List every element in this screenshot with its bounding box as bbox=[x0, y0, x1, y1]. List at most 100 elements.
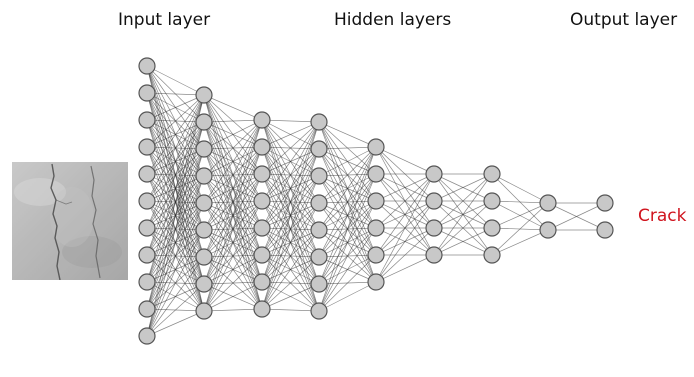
connection-3-4-0 bbox=[318, 146, 377, 231]
connection-2-7-6 bbox=[261, 283, 320, 310]
neuron-hidden-1-2 bbox=[195, 113, 213, 131]
connection-4-0-0 bbox=[375, 146, 435, 175]
connection-2-7-3 bbox=[261, 202, 320, 310]
connection-3-7-5 bbox=[318, 281, 377, 312]
neuron-hidden-1-9 bbox=[195, 302, 213, 320]
connection-3-7-3 bbox=[318, 227, 377, 312]
connection-6-3-0 bbox=[491, 202, 549, 256]
neuron-output-2-2 bbox=[596, 221, 614, 239]
neuron-hidden-1-7 bbox=[195, 248, 213, 266]
connection-4-2-0 bbox=[375, 173, 435, 202]
connection-2-4-0 bbox=[261, 121, 320, 229]
connection-0-10-0 bbox=[146, 94, 205, 337]
connection-3-3-0 bbox=[318, 146, 377, 204]
neuron-hidden-2-1 bbox=[253, 111, 271, 129]
connection-3-1-0 bbox=[318, 146, 377, 150]
connection-2-7-7 bbox=[261, 308, 320, 312]
connection-4-5-3 bbox=[375, 254, 435, 283]
connection-4-3-0 bbox=[375, 173, 435, 229]
connection-1-8-6 bbox=[203, 281, 263, 312]
connection-1-3-0 bbox=[203, 119, 263, 177]
connection-2-5-0 bbox=[261, 121, 320, 256]
connection-5-3-1 bbox=[433, 200, 493, 256]
neuron-hidden-5-4 bbox=[425, 246, 443, 264]
neuron-hidden-6-2 bbox=[483, 192, 501, 210]
connection-2-3-0 bbox=[261, 121, 320, 202]
connections bbox=[146, 65, 606, 337]
neuron-hidden-1-4 bbox=[195, 167, 213, 185]
neuron-input-11 bbox=[138, 327, 156, 345]
input-layer-header: Input layer bbox=[118, 10, 211, 30]
neuron-hidden-5-1 bbox=[425, 165, 443, 183]
connection-2-2-0 bbox=[261, 121, 320, 175]
neuron-output-1-2 bbox=[539, 221, 557, 239]
neuron-hidden-1-1 bbox=[195, 86, 213, 104]
connection-0-10-6 bbox=[146, 256, 205, 337]
neuron-hidden-6-1 bbox=[483, 165, 501, 183]
connection-1-7-0 bbox=[203, 119, 263, 285]
neuron-hidden-5-3 bbox=[425, 219, 443, 237]
connection-0-7-0 bbox=[146, 94, 205, 256]
connection-2-7-4 bbox=[261, 229, 320, 310]
connection-4-5-0 bbox=[375, 173, 435, 283]
concrete-crack-image bbox=[12, 162, 128, 280]
neuron-hidden-3-3 bbox=[310, 167, 328, 185]
neuron-hidden-1-3 bbox=[195, 140, 213, 158]
connection-4-5-2 bbox=[375, 227, 435, 283]
connection-3-6-0 bbox=[318, 146, 377, 285]
neuron-hidden-2-5 bbox=[253, 219, 271, 237]
connection-3-2-0 bbox=[318, 146, 377, 177]
neuron-hidden-1-6 bbox=[195, 221, 213, 239]
output-layer-header: Output layer bbox=[570, 10, 678, 30]
neuron-hidden-4-6 bbox=[367, 273, 385, 291]
connection-2-1-0 bbox=[261, 121, 320, 148]
neuron-hidden-2-8 bbox=[253, 300, 271, 318]
neuron-input-8 bbox=[138, 246, 156, 264]
connection-1-8-5 bbox=[203, 254, 263, 312]
neuron-hidden-3-8 bbox=[310, 302, 328, 320]
connection-3-5-0 bbox=[318, 146, 377, 258]
connection-0-10-2 bbox=[146, 148, 205, 337]
neuron-hidden-3-4 bbox=[310, 194, 328, 212]
connection-0-4-0 bbox=[146, 94, 205, 175]
connection-2-6-0 bbox=[261, 121, 320, 283]
connection-0-6-0 bbox=[146, 94, 205, 229]
connection-1-8-3 bbox=[203, 200, 263, 312]
connection-3-7-1 bbox=[318, 173, 377, 312]
neuron-input-2 bbox=[138, 84, 156, 102]
connection-3-7-4 bbox=[318, 254, 377, 312]
neuron-output-2-1 bbox=[596, 194, 614, 212]
connection-6-0-0 bbox=[491, 173, 549, 204]
neuron-hidden-2-6 bbox=[253, 246, 271, 264]
neuron-hidden-2-7 bbox=[253, 273, 271, 291]
connection-2-0-0 bbox=[261, 119, 320, 123]
connection-7-1-0 bbox=[547, 202, 606, 231]
connection-0-2-0 bbox=[146, 94, 205, 121]
connection-5-3-2 bbox=[433, 227, 493, 256]
connection-5-3-0 bbox=[433, 173, 493, 256]
neuron-hidden-2-2 bbox=[253, 138, 271, 156]
neuron-hidden-2-4 bbox=[253, 192, 271, 210]
neuron-output-1-1 bbox=[539, 194, 557, 212]
neuron-input-5 bbox=[138, 165, 156, 183]
connection-0-10-3 bbox=[146, 175, 205, 337]
connection-4-5-1 bbox=[375, 200, 435, 283]
neuron-hidden-3-7 bbox=[310, 275, 328, 293]
connection-1-5-0 bbox=[203, 119, 263, 231]
connection-0-10-5 bbox=[146, 229, 205, 337]
connection-0-3-0 bbox=[146, 94, 205, 148]
connection-4-4-0 bbox=[375, 173, 435, 256]
connection-3-7-0 bbox=[318, 146, 377, 312]
neuron-hidden-6-4 bbox=[483, 246, 501, 264]
connection-1-6-0 bbox=[203, 119, 263, 258]
neuron-input-1 bbox=[138, 57, 156, 75]
connection-2-7-1 bbox=[261, 148, 320, 310]
connection-2-7-2 bbox=[261, 175, 320, 310]
neuron-hidden-4-1 bbox=[367, 138, 385, 156]
connection-6-2-0 bbox=[491, 202, 549, 229]
connection-0-10-7 bbox=[146, 283, 205, 337]
neuron-input-10 bbox=[138, 300, 156, 318]
connection-0-8-0 bbox=[146, 94, 205, 283]
